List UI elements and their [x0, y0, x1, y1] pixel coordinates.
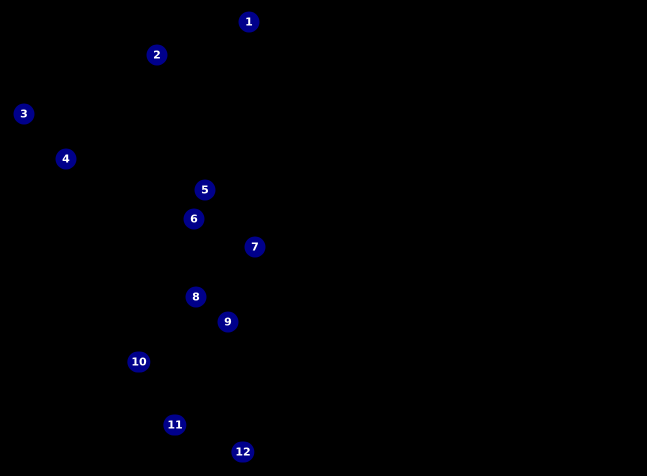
marker-9[interactable]: 9 — [217, 311, 239, 333]
marker-10[interactable]: 10 — [127, 351, 151, 373]
marker-3[interactable]: 3 — [13, 103, 35, 125]
marker-2[interactable]: 2 — [146, 44, 168, 66]
marker-1[interactable]: 1 — [238, 11, 260, 33]
marker-7[interactable]: 7 — [244, 236, 266, 258]
marker-6[interactable]: 6 — [183, 208, 205, 230]
marker-8[interactable]: 8 — [185, 286, 207, 308]
marker-5[interactable]: 5 — [194, 179, 216, 201]
marker-4[interactable]: 4 — [55, 148, 77, 170]
marker-11[interactable]: 11 — [163, 414, 187, 436]
marker-12[interactable]: 12 — [231, 441, 255, 463]
